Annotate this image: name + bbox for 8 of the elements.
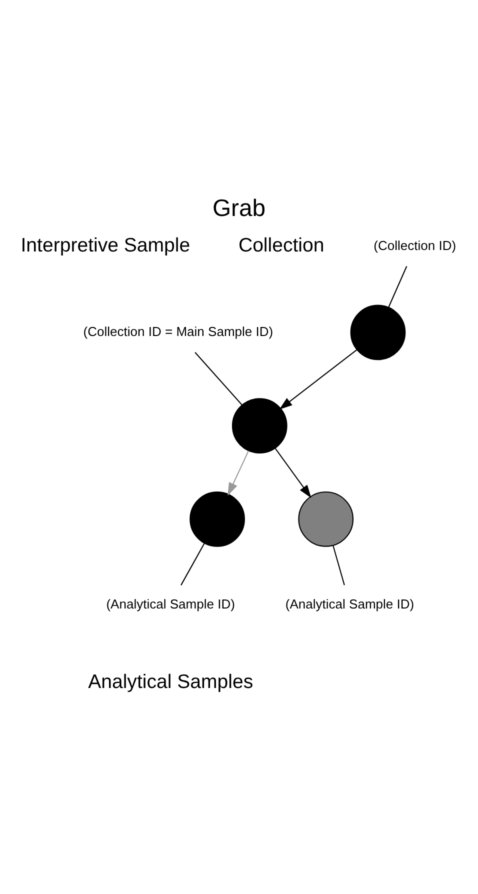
label: Interpretive Sample: [20, 234, 190, 256]
node-text: (Collection ID = Main Sample ID): [83, 323, 274, 338]
node-text: (Analytical Sample ID): [285, 596, 414, 611]
label: Analytical Samples: [88, 670, 254, 692]
label: Collection: [238, 234, 324, 256]
diagram-title: Grab: [212, 194, 266, 222]
node-text: (Collection ID): [374, 238, 456, 252]
node-text: (Analytical Sample ID): [106, 596, 235, 611]
